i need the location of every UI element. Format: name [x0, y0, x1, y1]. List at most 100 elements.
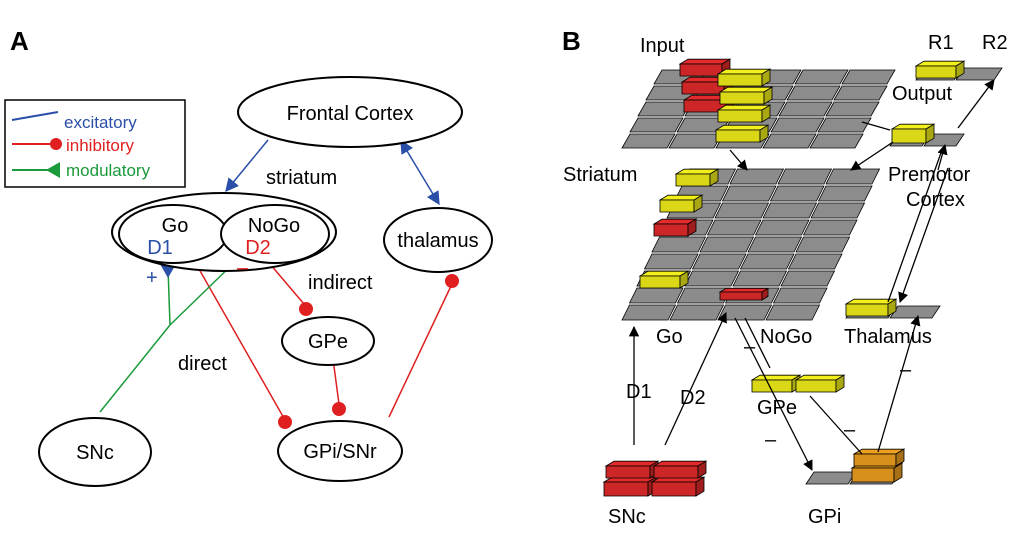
legend-modulatory-triangle — [46, 162, 60, 178]
thalamus-unit-side — [887, 298, 897, 317]
thalamus-node — [383, 207, 493, 273]
striatum-label: Striatum — [563, 164, 637, 186]
striatum-unit-y3-front — [639, 275, 681, 289]
gpe-minus: – — [765, 429, 777, 451]
d2-label: D2 — [245, 237, 271, 259]
striatum-grid-cell — [684, 270, 740, 287]
output-unit-r1-side — [955, 60, 965, 79]
striatum-grid-cell — [621, 304, 677, 321]
indirect-label: indirect — [308, 272, 373, 294]
input-unit-yellow-2 — [718, 86, 774, 105]
nogo-label: NoGo — [248, 215, 300, 237]
gpe-unit-2-front — [795, 379, 837, 393]
nogo-grid-label: NoGo — [760, 326, 812, 348]
striatum-unit-r2-front — [719, 291, 763, 301]
snc-unit-2b-top — [652, 460, 708, 467]
premotor-unit-side — [925, 123, 935, 144]
striatum-unit-y3 — [638, 270, 690, 289]
premotor-unit — [890, 123, 936, 144]
minus-sign: – — [237, 257, 249, 279]
striatum-grid-cell — [825, 168, 881, 185]
premotor-label: Premotor — [888, 164, 971, 186]
gpi-unit-side — [893, 462, 903, 483]
striatum-grid-cell — [787, 253, 843, 270]
edge-gpi-thalamus — [388, 285, 452, 418]
cortex-label: Cortex — [906, 189, 965, 211]
legend-inhibitory-dot — [50, 138, 62, 150]
gpe-unit-1 — [750, 374, 802, 393]
input-unit-yellow-3-side — [761, 104, 771, 123]
input-unit-red-1 — [678, 58, 732, 77]
go-label: Go — [162, 215, 189, 237]
thalamus-unit — [844, 298, 898, 317]
conn-premotor-thalamus-2 — [898, 167, 949, 303]
conn-snc-nogo — [664, 312, 727, 446]
striatum-grid-cell — [706, 219, 762, 236]
striatum-unit-r2-side — [761, 287, 769, 301]
input-unit-yellow-1-front — [717, 73, 763, 87]
input-grid-cell — [825, 101, 880, 117]
input-grid-cell — [833, 85, 888, 101]
striatum-unit-r2 — [718, 287, 770, 301]
striatum-grid-cell — [628, 287, 684, 304]
edge-direct — [194, 261, 286, 421]
input-unit-yellow-4-front — [715, 129, 761, 143]
panel-b: B Input R1 R2 Output Striatum Premotor C… — [562, 26, 1008, 528]
d1-path-label: D1 — [626, 381, 652, 403]
panel-b-grids — [621, 67, 1003, 485]
gpi-unit-b — [852, 448, 906, 467]
legend-excitatory-line — [11, 111, 59, 121]
striatum-grid-cell — [699, 236, 755, 253]
conn-premotor-thalamus-1 — [887, 149, 943, 303]
premotor-unit-front — [891, 128, 927, 144]
legend-modulatory-label: modulatory — [66, 161, 151, 180]
striatum-grid-cell — [754, 219, 810, 236]
conn-gpi-thalamus — [877, 315, 921, 453]
striatum-unit-r1 — [652, 218, 698, 237]
striatum-grid-cell — [817, 185, 873, 202]
striatum-grid-cell — [651, 236, 707, 253]
snc-unit-2b-side — [697, 460, 707, 479]
striatum-unit-r1-side — [687, 218, 697, 237]
striatum-unit-y2 — [658, 194, 704, 213]
striatum-unit-y2-side — [693, 194, 703, 213]
input-grid-cell — [770, 117, 825, 133]
striatum-grid — [621, 168, 881, 321]
striatum-edge-label: striatum — [266, 167, 337, 189]
input-grid-cell — [841, 69, 896, 85]
snc-unit-1b-front — [605, 465, 651, 479]
conn-input-striatum — [729, 149, 748, 171]
striatum-grid-cell — [769, 185, 825, 202]
edge-frontal-thalamus — [400, 139, 440, 206]
snc-grid-label: SNc — [608, 506, 646, 528]
gpi-grid-cell — [805, 471, 857, 485]
striatum-grid-cell — [721, 185, 777, 202]
snc-label: SNc — [76, 442, 114, 464]
input-unit-yellow-2-top — [718, 86, 774, 93]
input-grid-cell — [794, 69, 849, 85]
striatum-grid-cell — [772, 287, 828, 304]
output-label: Output — [892, 83, 952, 105]
striatum-grid-cell — [691, 253, 747, 270]
input-unit-yellow-1-top — [716, 68, 772, 75]
snc-unit-2 — [650, 476, 706, 497]
snc-node — [38, 417, 152, 487]
thalamus-unit-front — [845, 303, 889, 317]
thalamus-grid-label: Thalamus — [844, 326, 932, 348]
snc-unit-1-front — [603, 481, 649, 497]
direct-label: direct — [178, 353, 227, 375]
conn-premotor-output — [957, 79, 995, 129]
plus-sign: + — [146, 267, 158, 289]
output-unit-r1 — [914, 60, 966, 79]
input-unit-yellow-4 — [714, 124, 770, 143]
nogo-node — [220, 204, 330, 264]
gpe-node — [281, 316, 375, 366]
striatum-unit-y1-side — [709, 168, 719, 187]
input-grid-cell — [668, 133, 723, 149]
input-grid-cell — [637, 101, 692, 117]
thalamus-label: thalamus — [397, 230, 478, 252]
conn-input-premotor — [861, 121, 891, 131]
striatum-grid-cell — [747, 236, 803, 253]
input-unit-yellow-1-side — [761, 68, 771, 87]
